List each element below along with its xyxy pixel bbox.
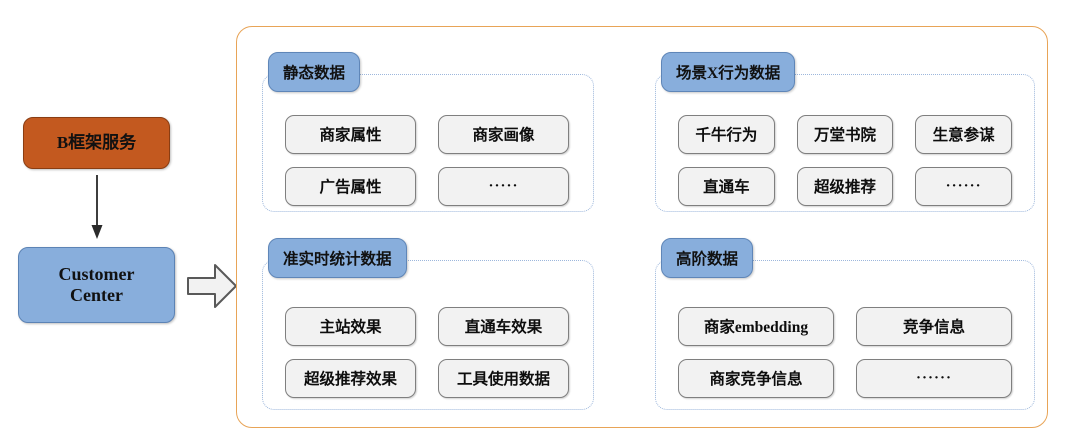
group-scene-behavior-data-body: 千牛行为 万堂书院 生意参谋 直通车 超级推荐 ······ xyxy=(655,74,1035,212)
data-item[interactable]: 直通车 xyxy=(678,166,775,206)
customer-center-line2: Center xyxy=(70,285,123,305)
node-customer-center[interactable]: Customer Center xyxy=(18,247,175,323)
group-scene-behavior-data-items: 千牛行为 万堂书院 生意参谋 直通车 超级推荐 ······ xyxy=(656,114,1034,211)
group-advanced-data-body: 商家embedding 竞争信息 商家竞争信息 ······ xyxy=(655,260,1035,410)
data-item-ellipsis[interactable]: ····· xyxy=(438,166,569,206)
arrow-down-icon xyxy=(90,175,104,241)
data-item-ellipsis[interactable]: ······ xyxy=(915,166,1013,206)
group-static-data: 商家属性 商家画像 广告属性 ····· 静态数据 xyxy=(262,52,594,212)
item-row: 商家embedding 竞争信息 xyxy=(678,306,1012,346)
item-row: 直通车 超级推荐 ······ xyxy=(678,166,1013,206)
block-arrow-right-icon xyxy=(186,261,238,311)
customer-center-line1: Customer xyxy=(58,264,135,285)
group-static-data-body: 商家属性 商家画像 广告属性 ····· xyxy=(262,74,594,212)
data-item[interactable]: 商家embedding xyxy=(678,306,834,346)
data-item[interactable]: 商家画像 xyxy=(438,114,569,154)
item-row: 广告属性 ····· xyxy=(285,166,571,206)
group-advanced-data: 商家embedding 竞争信息 商家竞争信息 ······ 高阶数据 xyxy=(655,238,1035,410)
data-platform-container xyxy=(236,26,1048,428)
group-title-scene-behavior-data[interactable]: 场景X行为数据 xyxy=(661,52,796,92)
item-row: 千牛行为 万堂书院 生意参谋 xyxy=(678,114,1013,154)
data-item[interactable]: 万堂书院 xyxy=(796,114,894,154)
item-row: 主站效果 直通车效果 xyxy=(285,306,571,346)
group-near-realtime-stats-data-items: 主站效果 直通车效果 超级推荐效果 工具使用数据 xyxy=(263,301,593,409)
item-row: 超级推荐效果 工具使用数据 xyxy=(285,358,571,398)
node-b-framework-service[interactable]: B框架服务 xyxy=(23,117,170,169)
data-item[interactable]: 直通车效果 xyxy=(438,306,569,346)
data-item[interactable]: 超级推荐效果 xyxy=(285,358,416,398)
node-customer-center-label: Customer Center xyxy=(59,264,135,305)
data-item[interactable]: 工具使用数据 xyxy=(438,358,569,398)
data-item[interactable]: 商家竞争信息 xyxy=(678,358,834,398)
data-item[interactable]: 超级推荐 xyxy=(796,166,894,206)
data-item[interactable]: 竞争信息 xyxy=(856,306,1012,346)
group-scene-behavior-data: 千牛行为 万堂书院 生意参谋 直通车 超级推荐 ······ 场景X行为数据 xyxy=(655,52,1035,212)
group-static-data-items: 商家属性 商家画像 广告属性 ····· xyxy=(263,114,593,211)
group-title-static-data[interactable]: 静态数据 xyxy=(268,52,361,92)
group-near-realtime-stats-data-body: 主站效果 直通车效果 超级推荐效果 工具使用数据 xyxy=(262,260,594,410)
data-item[interactable]: 广告属性 xyxy=(285,166,416,206)
group-title-advanced-data[interactable]: 高阶数据 xyxy=(661,238,754,278)
item-row: 商家竞争信息 ······ xyxy=(678,358,1012,398)
group-title-near-realtime-stats-data[interactable]: 准实时统计数据 xyxy=(268,238,407,278)
group-near-realtime-stats-data: 主站效果 直通车效果 超级推荐效果 工具使用数据 准实时统计数据 xyxy=(262,238,594,410)
data-item-ellipsis[interactable]: ······ xyxy=(856,358,1012,398)
data-item[interactable]: 商家属性 xyxy=(285,114,416,154)
data-item[interactable]: 生意参谋 xyxy=(915,114,1013,154)
data-item[interactable]: 主站效果 xyxy=(285,306,416,346)
group-advanced-data-items: 商家embedding 竞争信息 商家竞争信息 ······ xyxy=(656,301,1034,409)
data-item[interactable]: 千牛行为 xyxy=(678,114,775,154)
item-row: 商家属性 商家画像 xyxy=(285,114,571,154)
